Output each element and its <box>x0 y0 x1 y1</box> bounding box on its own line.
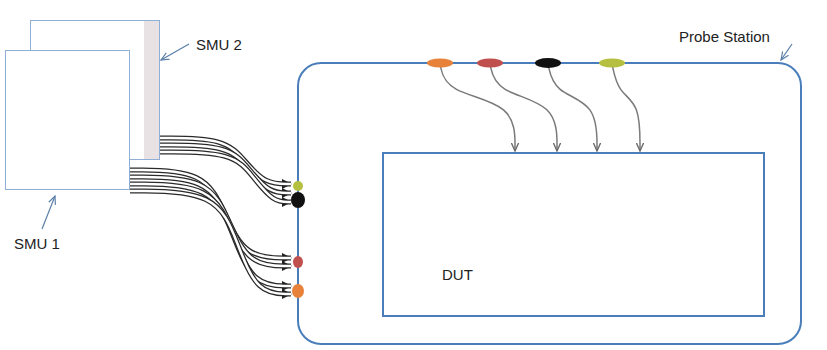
probe-jack <box>599 59 625 68</box>
probe-needle <box>440 64 515 151</box>
node-label: DUT <box>442 266 473 284</box>
cable-jack <box>291 192 305 208</box>
leader-line <box>781 44 792 60</box>
cable-jack <box>293 256 303 268</box>
probe-wire <box>440 64 515 151</box>
dut-box: DUT <box>382 152 765 317</box>
node-label: SMU 1 <box>14 235 60 253</box>
probe-wire <box>490 64 557 151</box>
probe-station: Probe StationDUT <box>297 62 802 345</box>
node-label: SMU 2 <box>196 36 242 54</box>
cable-bundle <box>160 138 291 202</box>
probe-wire <box>612 64 640 151</box>
probe-needle <box>548 64 597 151</box>
probe-needle <box>612 64 640 151</box>
leader-line <box>42 196 55 229</box>
probe-needle <box>490 64 557 151</box>
cable-core <box>130 191 291 294</box>
probe-jack <box>535 58 561 68</box>
smu-box: SMU 1 <box>5 50 130 190</box>
cable-strand <box>130 191 291 294</box>
cable-jack <box>292 284 304 298</box>
cable-jack <box>293 181 303 191</box>
cable-strand <box>160 152 291 202</box>
node-label: Probe Station <box>679 28 770 46</box>
probe-wire <box>548 64 597 151</box>
leader-line <box>161 44 189 60</box>
cable-core <box>160 152 291 202</box>
probe-jack <box>427 59 453 68</box>
probe-jack <box>477 59 503 68</box>
